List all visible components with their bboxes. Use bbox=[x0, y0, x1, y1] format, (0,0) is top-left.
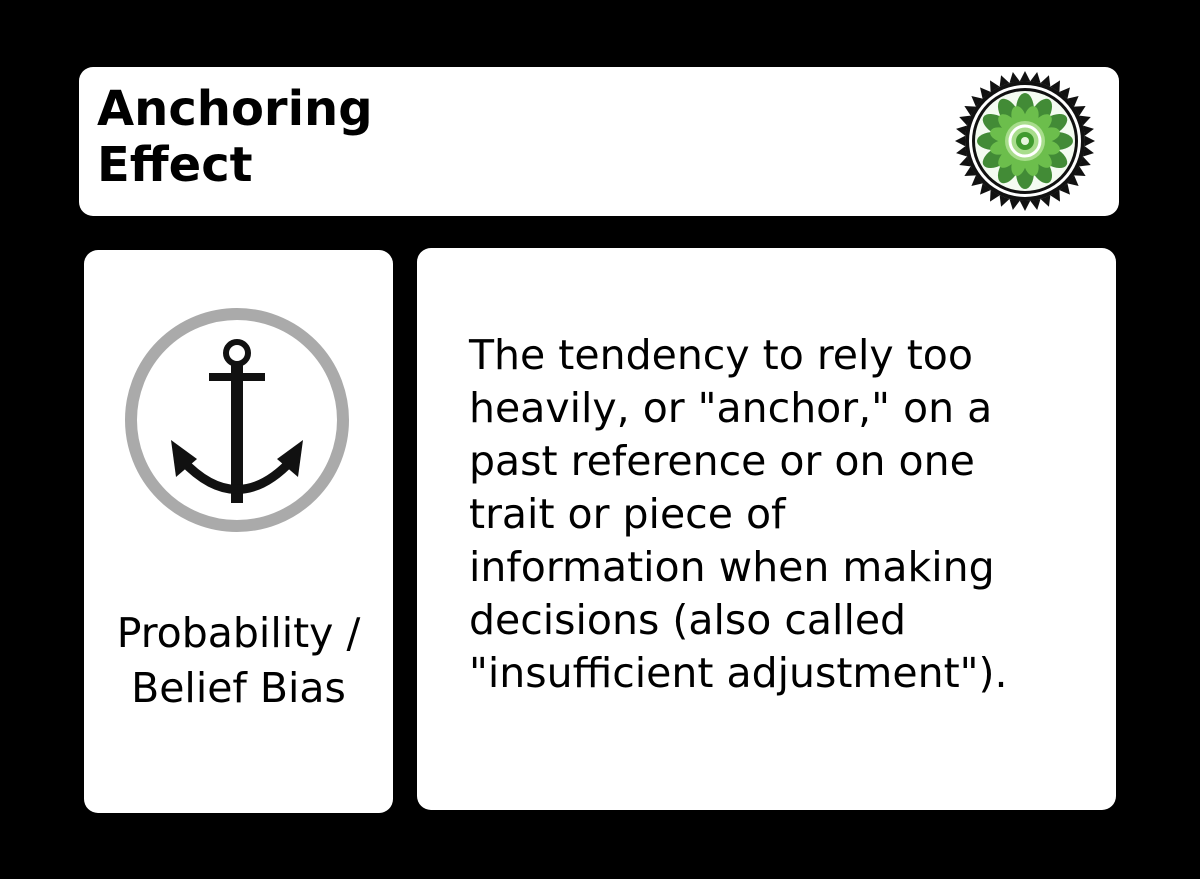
description-line: The tendency to rely too bbox=[469, 331, 973, 379]
bias-category: Probability / Belief Bias bbox=[84, 606, 393, 716]
bias-category-line-2: Belief Bias bbox=[131, 664, 346, 712]
title-panel: Anchoring Effect bbox=[79, 67, 1119, 216]
description-line: decisions (also called bbox=[469, 596, 907, 644]
category-panel: Probability / Belief Bias bbox=[84, 250, 393, 813]
description-panel: The tendency to rely too heavily, or "an… bbox=[417, 248, 1116, 810]
green-mandala-seal-icon bbox=[955, 71, 1095, 211]
description-line: trait or piece of bbox=[469, 490, 786, 538]
card-title-line-1: Anchoring bbox=[97, 81, 373, 137]
card-title: Anchoring Effect bbox=[97, 81, 517, 193]
card-title-line-2: Effect bbox=[97, 137, 253, 193]
description-line: past reference or on one bbox=[469, 437, 975, 485]
description-line: heavily, or "anchor," on a bbox=[469, 384, 993, 432]
bias-description: The tendency to rely too heavily, or "an… bbox=[469, 329, 1109, 700]
description-line: "insufficient adjustment"). bbox=[469, 649, 1008, 697]
anchor-icon bbox=[125, 308, 349, 532]
description-line: information when making bbox=[469, 543, 995, 591]
bias-category-line-1: Probability / bbox=[116, 609, 361, 657]
